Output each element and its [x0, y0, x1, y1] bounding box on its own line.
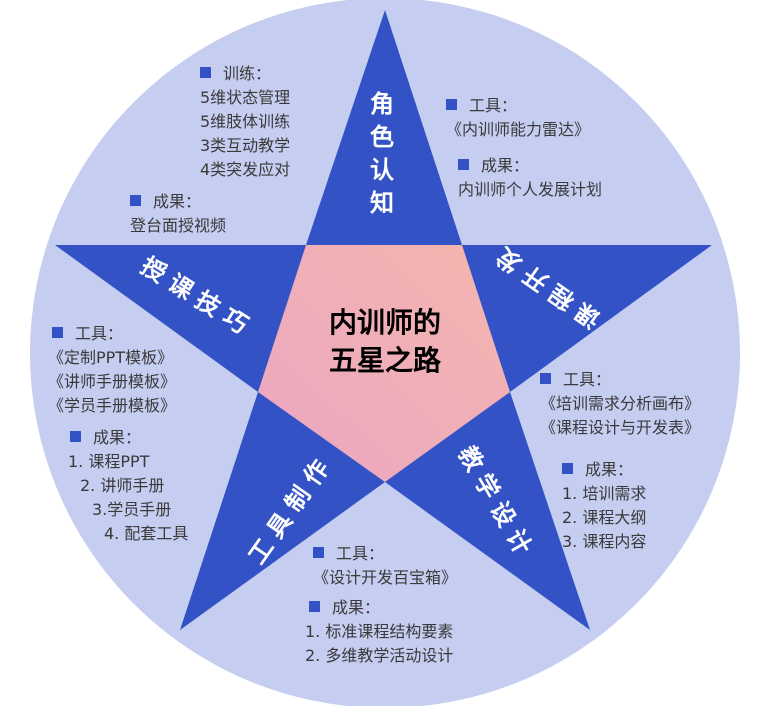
center-pentagon — [258, 245, 510, 482]
block-heading: 工具： — [469, 96, 518, 115]
list-item: 3类互动教学 — [200, 136, 291, 155]
bullet-square-icon — [200, 67, 211, 78]
list-item: 1. 培训需求 — [562, 484, 647, 503]
list-item: 《讲师手册模板》 — [48, 372, 177, 391]
list-item: 《课程设计与开发表》 — [540, 418, 701, 437]
list-item: 《培训需求分析画布》 — [540, 394, 701, 413]
block-heading: 工具： — [563, 370, 612, 389]
list-item: 4. 配套工具 — [104, 524, 189, 543]
list-item: 登台面授视频 — [130, 216, 227, 235]
block-heading: 成果： — [153, 192, 202, 211]
block-top-left: 训练： 5维状态管理 5维肢体训练 3类互动教学 4类突发应对 成果： 登台面授… — [130, 62, 290, 238]
point-label-top: 角色认知 — [370, 90, 394, 217]
list-item: 《定制PPT模板》 — [48, 348, 174, 367]
block-top-right: 工具： 《内训师能力雷达》 成果： 内训师个人发展计划 — [446, 94, 602, 202]
bullet-square-icon — [130, 195, 141, 206]
list-item: 1. 标准课程结构要素 — [305, 622, 454, 641]
block-bottom: 工具： 《设计开发百宝箱》 成果： 1. 标准课程结构要素 2. 多维教学活动设… — [305, 542, 457, 668]
title-line-2: 五星之路 — [328, 344, 441, 377]
block-heading: 成果： — [332, 598, 381, 617]
list-item: 《内训师能力雷达》 — [446, 120, 591, 139]
block-left: 工具： 《定制PPT模板》 《讲师手册模板》 《学员手册模板》 成果： 1. 课… — [48, 322, 188, 546]
bullet-square-icon — [446, 99, 457, 110]
block-heading: 工具： — [75, 324, 124, 343]
list-item: 5维肢体训练 — [200, 112, 291, 131]
list-item: 2. 课程大纲 — [562, 508, 647, 527]
list-item: 内训师个人发展计划 — [458, 180, 603, 199]
list-item: 4类突发应对 — [200, 160, 291, 179]
block-right: 工具： 《培训需求分析画布》 《课程设计与开发表》 成果： 1. 培训需求 2.… — [540, 368, 700, 554]
block-heading: 工具： — [336, 544, 385, 563]
bullet-square-icon — [309, 601, 320, 612]
block-heading: 成果： — [93, 428, 142, 447]
list-item: 3. 课程内容 — [562, 532, 647, 551]
bullet-square-icon — [52, 327, 63, 338]
title-line-1: 内训师的 — [328, 306, 441, 339]
list-item: 《学员手册模板》 — [48, 396, 177, 415]
bullet-square-icon — [562, 463, 573, 474]
bullet-square-icon — [70, 431, 81, 442]
list-item: 1. 课程PPT — [68, 452, 150, 471]
list-item: 5维状态管理 — [200, 88, 291, 107]
block-heading: 成果： — [481, 156, 530, 175]
bullet-square-icon — [458, 159, 469, 170]
list-item: 2. 多维教学活动设计 — [305, 646, 454, 665]
list-item: 2. 讲师手册 — [80, 476, 165, 495]
bullet-square-icon — [540, 373, 551, 384]
bullet-square-icon — [313, 547, 324, 558]
list-item: 3.学员手册 — [92, 500, 172, 519]
list-item: 《设计开发百宝箱》 — [313, 568, 458, 587]
block-heading: 训练： — [223, 64, 272, 83]
center-title: 内训师的 五星之路 — [300, 304, 470, 380]
block-heading: 成果： — [585, 460, 634, 479]
